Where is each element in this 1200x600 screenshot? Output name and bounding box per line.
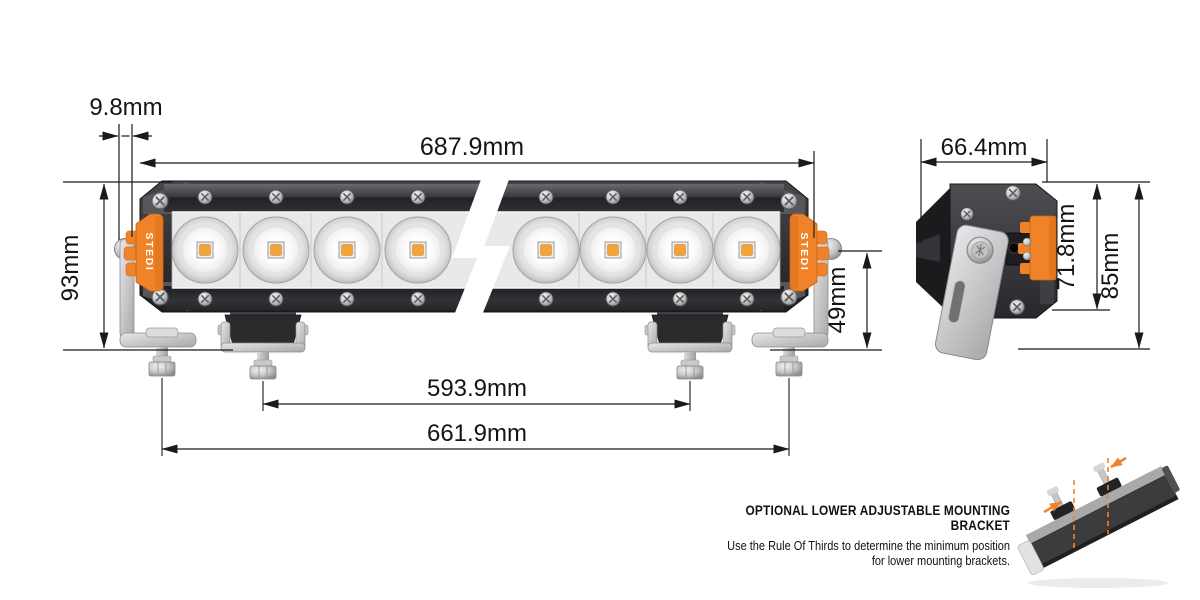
screw [605, 291, 621, 307]
screw [1008, 298, 1026, 316]
screw [739, 189, 755, 205]
dim-height-label: 93mm [57, 235, 84, 302]
note-heading: OPTIONAL LOWER ADJUSTABLE MOUNTING BRACK… [745, 503, 1010, 533]
dim-mount-height-label: 49mm [824, 267, 851, 334]
dim-side-total-height-label: 85mm [1097, 233, 1124, 300]
screw [197, 189, 213, 205]
screw [605, 189, 621, 205]
led-lens [384, 216, 452, 284]
led-chip [607, 244, 619, 256]
note-line-2: for lower mounting brackets. [871, 553, 1010, 568]
dim-side-body-height-label: 71.8mm [1053, 204, 1080, 291]
screw [339, 189, 355, 205]
screw [268, 291, 284, 307]
front-view: STEDI STEDI [114, 166, 842, 380]
right-end-cap: STEDI [789, 213, 830, 292]
inner-mount-bracket-right [644, 312, 736, 380]
screw [339, 291, 355, 307]
screw [780, 192, 798, 210]
mount-nut [775, 361, 803, 377]
lens-array [171, 216, 781, 284]
screw [538, 189, 554, 205]
adjust-arrow-left [1043, 500, 1062, 514]
led-chip [412, 244, 424, 256]
led-chip [341, 244, 353, 256]
screw [410, 189, 426, 205]
led-lens [646, 216, 714, 284]
screw [672, 189, 688, 205]
bracket-thumbnail [1017, 456, 1180, 588]
led-chip [741, 244, 753, 256]
led-chip [674, 244, 686, 256]
note-line-1: Use the Rule Of Thirds to determine the … [727, 539, 1010, 553]
thumb-bracket [1093, 462, 1122, 497]
screw [410, 291, 426, 307]
dim-offset-label: 9.8mm [89, 94, 162, 121]
screw [959, 206, 975, 222]
screw [739, 291, 755, 307]
inner-mount-bracket-left [217, 312, 309, 380]
adjust-arrow-right [1110, 456, 1127, 469]
mount-nut [148, 361, 176, 377]
led-lens [313, 216, 381, 284]
dim-outer-span-label: 661.9mm [427, 420, 527, 447]
side-dimension-labels: 66.4mm 71.8mm 85mm [941, 134, 1124, 299]
side-mount-strap [934, 224, 1009, 361]
led-lens [512, 216, 580, 284]
break-symbol [448, 166, 514, 330]
screw [672, 291, 688, 307]
screw [538, 291, 554, 307]
dim-overall-label: 687.9mm [420, 133, 524, 161]
led-lens [579, 216, 647, 284]
dim-side-width-label: 66.4mm [941, 134, 1028, 161]
note-body: Use the Rule Of Thirds to determine the … [720, 539, 1010, 569]
note-block: OPTIONAL LOWER ADJUSTABLE MOUNTING BRACK… [720, 503, 1010, 569]
screw [1004, 184, 1022, 202]
dim-inner-span-label: 593.9mm [427, 375, 527, 402]
adjustment-guide-lines [1073, 458, 1109, 552]
front-dimensions [63, 124, 882, 456]
led-chip [540, 244, 552, 256]
side-view [916, 183, 1058, 361]
brand-label-left: STEDI [143, 233, 155, 272]
front-dimension-labels: 9.8mm 687.9mm 93mm 49mm 593.9mm 661.9mm [57, 94, 851, 447]
led-lens [171, 216, 239, 284]
thumb-end-cap [1017, 540, 1044, 576]
led-chip [270, 244, 282, 256]
left-end-cap: STEDI [123, 213, 164, 292]
screw [268, 189, 284, 205]
side-connector [1005, 215, 1057, 281]
side-dimensions [920, 139, 1150, 350]
screw [780, 288, 798, 306]
led-chip [199, 244, 211, 256]
led-lens [242, 216, 310, 284]
screw [197, 291, 213, 307]
brand-label-right: STEDI [798, 233, 810, 272]
led-lens [713, 216, 781, 284]
screw [151, 192, 169, 210]
